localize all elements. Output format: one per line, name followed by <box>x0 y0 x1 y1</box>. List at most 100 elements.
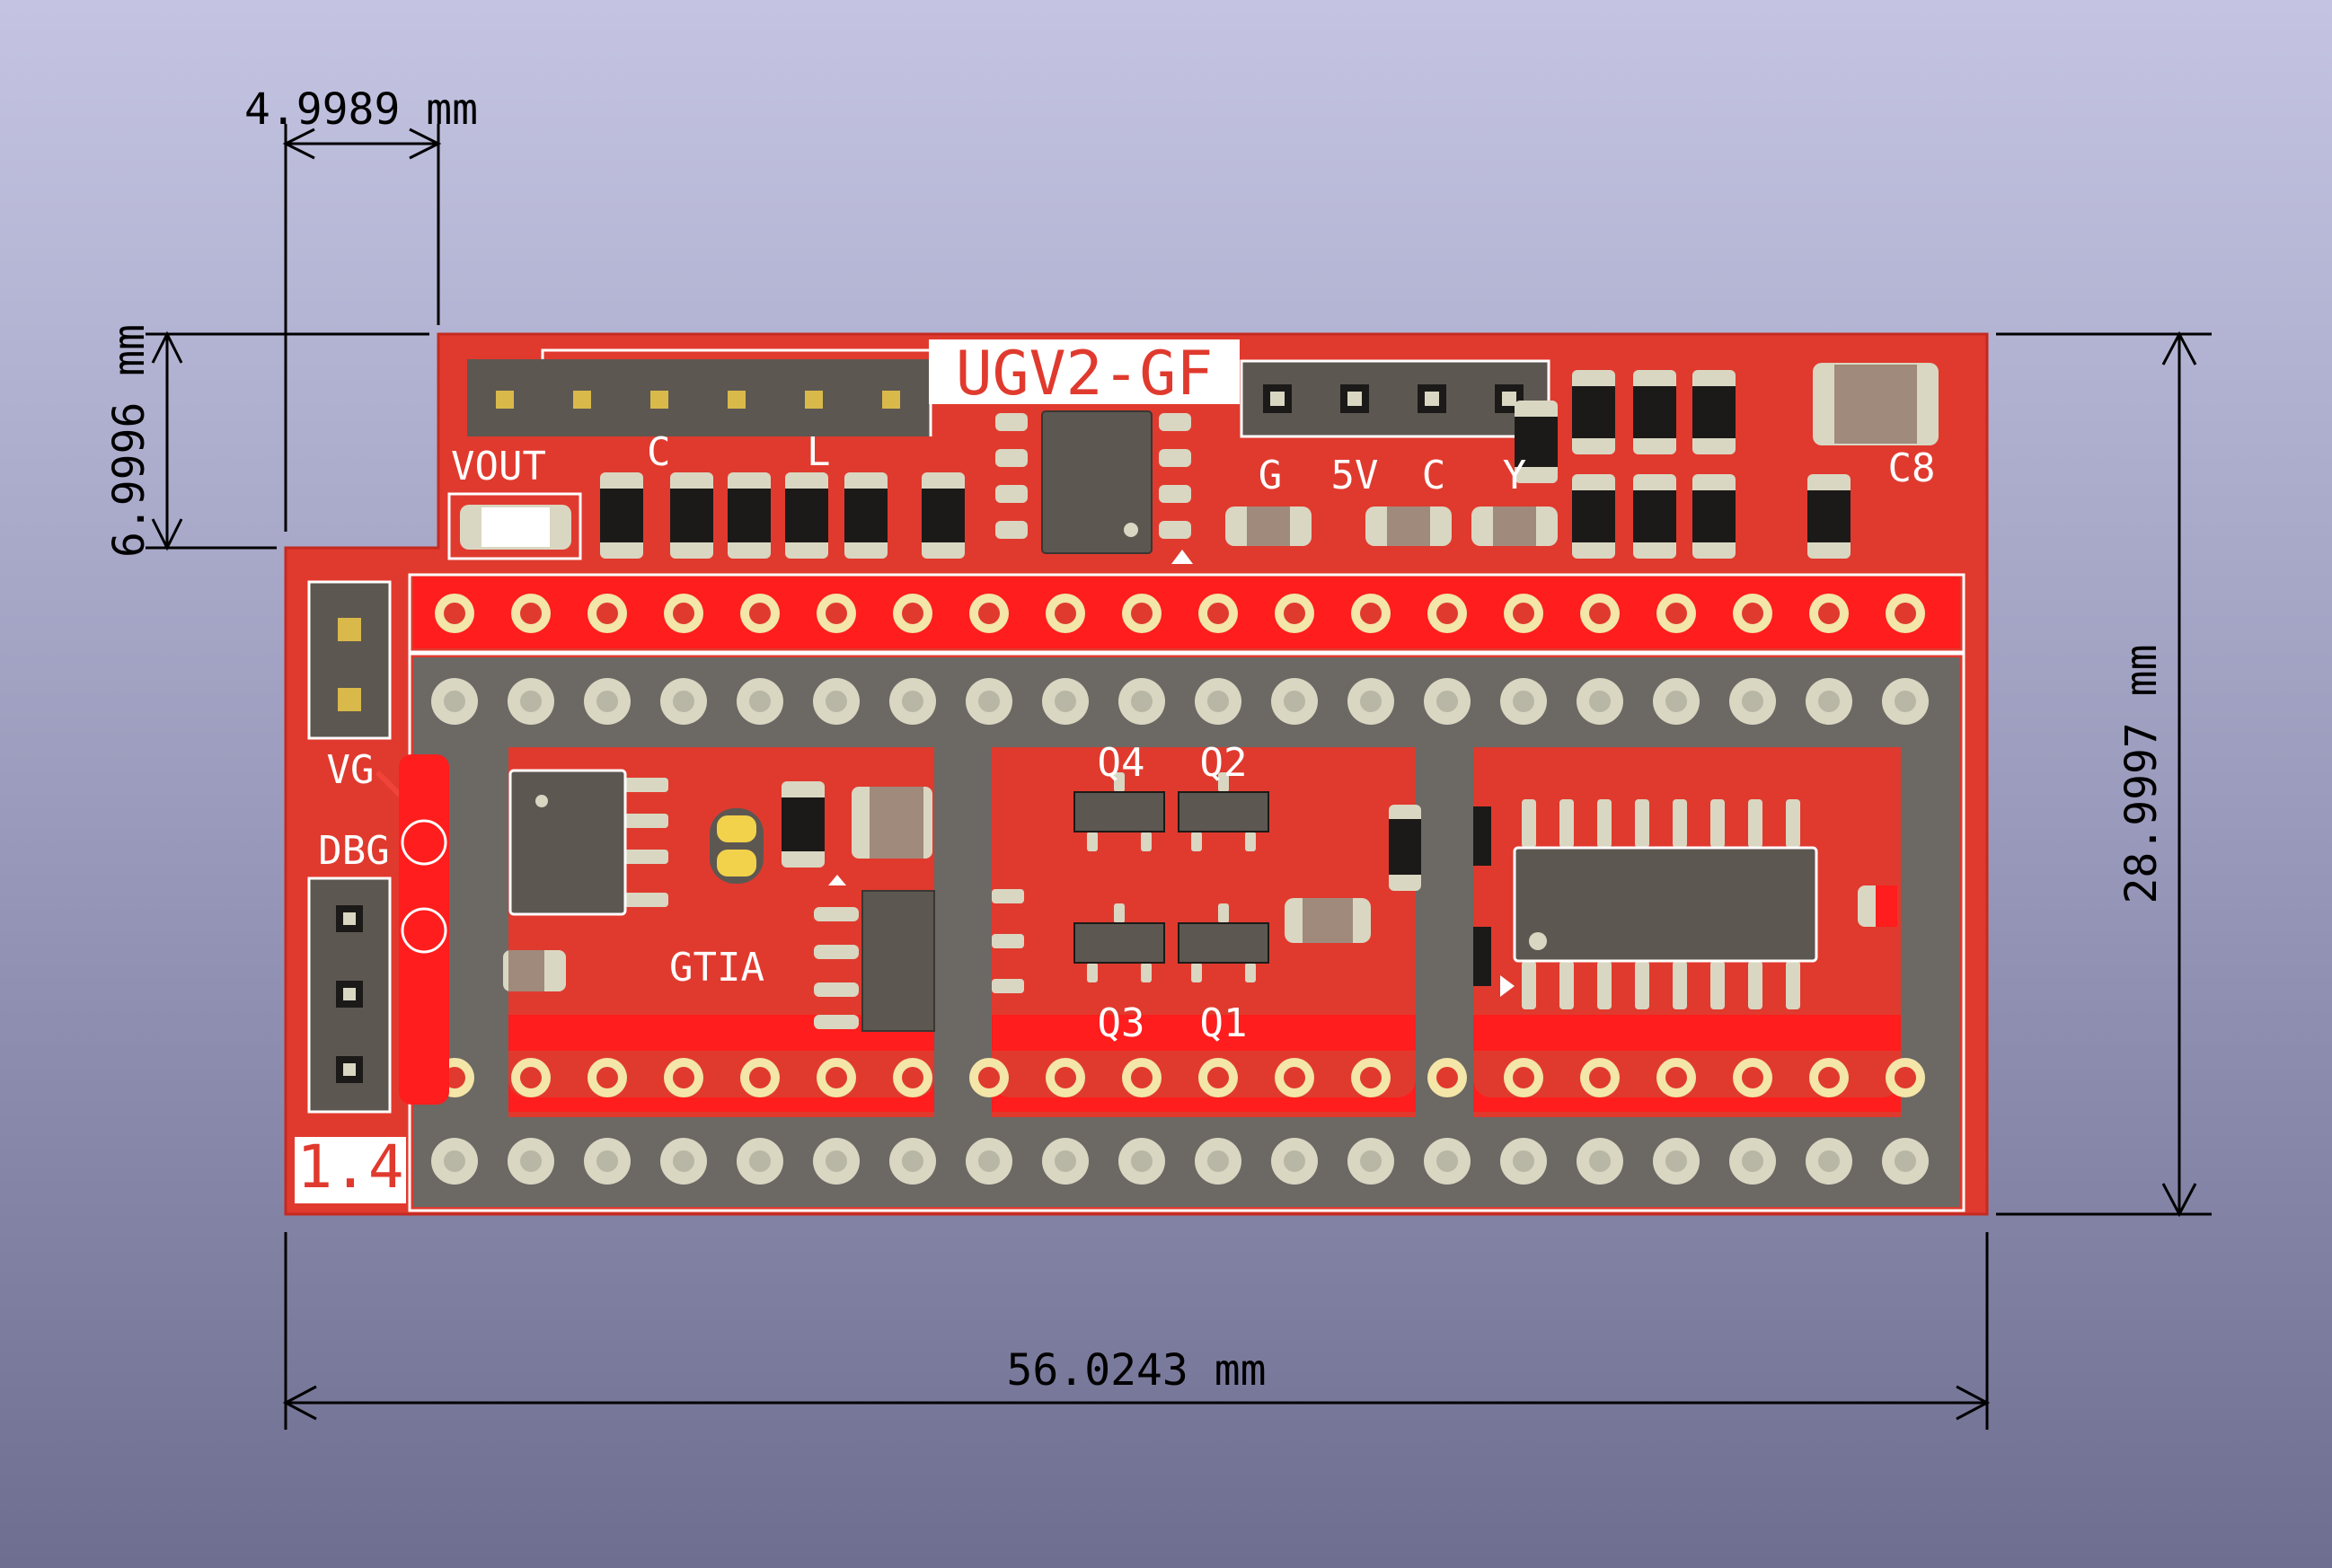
label-g: G <box>1259 453 1283 498</box>
transistor-lead <box>1141 963 1152 982</box>
pin-hole <box>1589 603 1611 624</box>
header-dbg <box>307 876 392 1114</box>
transistor-lead <box>1087 963 1098 982</box>
transistor-lead <box>1087 832 1098 851</box>
transistor-lead <box>1191 832 1202 851</box>
pin-hole <box>1589 1067 1611 1088</box>
pin-hole <box>1818 1067 1840 1088</box>
ic-pin <box>1522 799 1536 848</box>
transistor-lead <box>1218 903 1229 923</box>
socket-hole <box>444 691 465 712</box>
socket-hole <box>1055 691 1076 712</box>
pin-hole <box>520 603 542 624</box>
header-pin <box>1347 392 1362 406</box>
pin-row-top <box>435 594 1925 633</box>
solder-jumper <box>710 808 764 884</box>
label-c8: C8 <box>1888 445 1936 491</box>
pin-hole <box>1895 603 1916 624</box>
socket-hole <box>1360 691 1382 712</box>
resistor-body <box>1633 386 1676 438</box>
socket-hole <box>902 691 923 712</box>
transistor-lead <box>1141 832 1152 851</box>
ic-pin <box>1597 799 1612 848</box>
socket-hole <box>1131 691 1153 712</box>
label-gtia: GTIA <box>669 945 764 991</box>
pin-hole <box>1895 1067 1916 1088</box>
pin-hole <box>1284 1067 1305 1088</box>
edge-connector-pad <box>399 754 449 1105</box>
socket-hole <box>1207 1150 1229 1172</box>
pin-hole <box>1360 603 1382 624</box>
smd-resistor-array <box>600 472 965 559</box>
label-q1: Q1 <box>1200 1000 1248 1046</box>
pin-hole <box>1207 1067 1229 1088</box>
window-copper-3 <box>1473 1015 1901 1051</box>
pin-row-outline <box>408 573 1965 654</box>
socket-hole <box>1589 1150 1611 1172</box>
socket-hole <box>1742 1150 1763 1172</box>
version-box <box>295 1137 406 1203</box>
pin-hole <box>1436 603 1458 624</box>
pin-hole <box>1284 603 1305 624</box>
header-pin <box>650 391 668 409</box>
mounting-circle-1 <box>401 819 447 866</box>
header-pin <box>573 391 591 409</box>
pin-hole <box>902 603 923 624</box>
ic-soic8-top <box>995 410 1193 564</box>
socket-hole <box>596 1150 618 1172</box>
board-title: UGV2-GF <box>956 339 1214 410</box>
socket-hole <box>1818 1150 1840 1172</box>
resistor-body <box>1572 490 1615 542</box>
socket-post-3 <box>1416 657 1473 1207</box>
resistor-body <box>844 489 888 542</box>
transistor-lead <box>1245 832 1256 851</box>
small-capacitors <box>1225 507 1558 546</box>
pin-hole <box>902 1067 923 1088</box>
socket-hole <box>1895 691 1916 712</box>
resistor-body <box>728 489 771 542</box>
socket-hole <box>1895 1150 1916 1172</box>
resistor-body <box>670 489 713 542</box>
pin-hole <box>749 603 771 624</box>
resistor-bank-right <box>1515 370 1851 559</box>
resistor-body <box>1692 386 1736 438</box>
regulator-sot223 <box>508 769 668 916</box>
socket-pad-row-bottom <box>431 1138 1929 1185</box>
pin-hole <box>1436 1067 1458 1088</box>
ic-pin <box>1710 799 1725 848</box>
pin-hole <box>596 603 618 624</box>
window-copper-2 <box>992 1015 1416 1051</box>
socket-hole <box>673 1150 694 1172</box>
label-vout: VOUT <box>451 444 546 489</box>
dimension-width: 56.0243 mm <box>1007 1345 1267 1396</box>
resistor-body <box>1572 386 1615 438</box>
label-5v: 5V <box>1331 453 1379 498</box>
ic-pin <box>1559 961 1574 1009</box>
resistor-body <box>600 489 643 542</box>
transistor-body <box>1178 791 1269 832</box>
socket-hole <box>749 691 771 712</box>
resistor-body <box>785 489 828 542</box>
dimension-notch-height: 6.9996 mm <box>104 324 155 558</box>
pin-hole <box>1055 603 1076 624</box>
pin-hole <box>1513 603 1534 624</box>
pin-hole <box>1742 603 1763 624</box>
transistor-lead <box>1114 772 1125 792</box>
silkscreen-labels: VOUT C L G 5V C Y C8 VG DBG GTIA Q4 Q2 Q… <box>318 429 1935 1046</box>
label-q3: Q3 <box>1098 1000 1145 1046</box>
dimension-height: 28.9997 mm <box>2116 645 2167 904</box>
ic-pin <box>1559 799 1574 848</box>
dimension-notch-width: 4.9989 mm <box>244 84 478 135</box>
label-dbg: DBG <box>318 828 389 874</box>
socket-hole <box>1284 1150 1305 1172</box>
pin-hole <box>826 1067 847 1088</box>
socket-pad-row-top <box>431 678 1929 725</box>
header-pin <box>1425 392 1439 406</box>
socket-post-2 <box>934 657 992 1207</box>
socket-hole <box>749 1150 771 1172</box>
version-label: 1.4 <box>296 1132 403 1202</box>
pin-hole <box>1207 603 1229 624</box>
socket-hole <box>826 1150 847 1172</box>
pin-hole <box>1513 1067 1534 1088</box>
ic-pin <box>1522 961 1536 1009</box>
